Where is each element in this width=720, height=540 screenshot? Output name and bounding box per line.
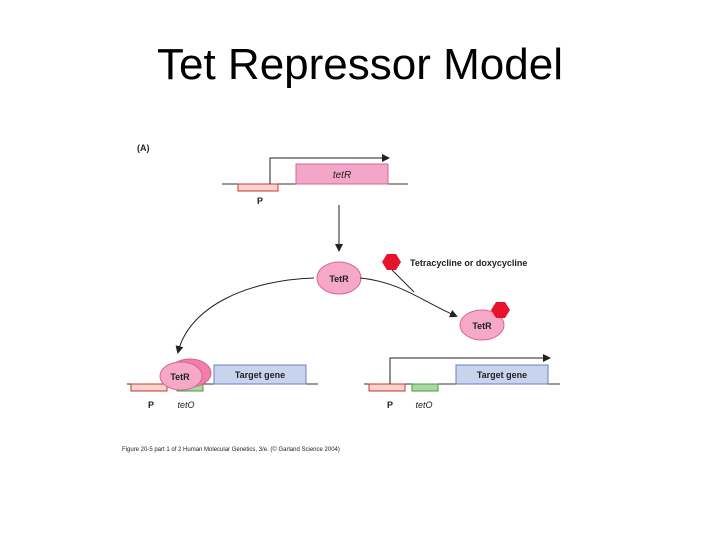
promoter-box-right bbox=[368, 383, 406, 392]
operator-label-left: tetO bbox=[177, 400, 194, 410]
top-construct: tetR P bbox=[222, 154, 408, 206]
operator-label-right: tetO bbox=[415, 400, 432, 410]
slide-title: Tet Repressor Model bbox=[157, 40, 563, 89]
left-construct: Target gene TetR P tetO bbox=[127, 358, 318, 410]
tetr-protein-label: TetR bbox=[329, 274, 349, 284]
tetr-drug-complex: TetR bbox=[459, 302, 510, 341]
tetr-protein-free: TetR bbox=[316, 261, 362, 295]
tetr-dimer-front bbox=[159, 361, 203, 391]
target-gene-label-left: Target gene bbox=[235, 370, 285, 380]
drug-to-arrow-line bbox=[391, 269, 415, 293]
tetr-gene-box bbox=[295, 163, 389, 185]
sequestration-arrow bbox=[359, 277, 458, 318]
binding-arrow bbox=[175, 277, 315, 354]
operator-box-right bbox=[411, 383, 439, 392]
bound-tetr-label: TetR bbox=[472, 321, 492, 331]
panel-label: (A) bbox=[137, 143, 150, 153]
promoter-box-top bbox=[237, 183, 279, 192]
promoter-label-left: P bbox=[148, 400, 154, 410]
promoter-box-left bbox=[130, 383, 168, 392]
right-construct: Target gene P tetO bbox=[364, 354, 560, 410]
drug-label: Tetracycline or doxycycline bbox=[410, 258, 527, 268]
transcription-arrow-top bbox=[269, 154, 390, 184]
target-gene-box-left bbox=[213, 364, 307, 385]
promoter-label-top: P bbox=[257, 196, 263, 206]
tetr-gene-label: tetR bbox=[333, 170, 351, 181]
bound-repressor-label: TetR bbox=[170, 372, 190, 382]
promoter-label-right: P bbox=[387, 400, 393, 410]
figure-caption: Figure 20-5 part 1 of 2 Human Molecular … bbox=[122, 446, 340, 453]
tetracycline-icon bbox=[382, 254, 401, 270]
target-gene-box-right bbox=[455, 364, 549, 385]
target-gene-label-right: Target gene bbox=[477, 370, 527, 380]
bound-drug-icon bbox=[491, 302, 510, 318]
transcription-arrow-right bbox=[389, 354, 551, 384]
